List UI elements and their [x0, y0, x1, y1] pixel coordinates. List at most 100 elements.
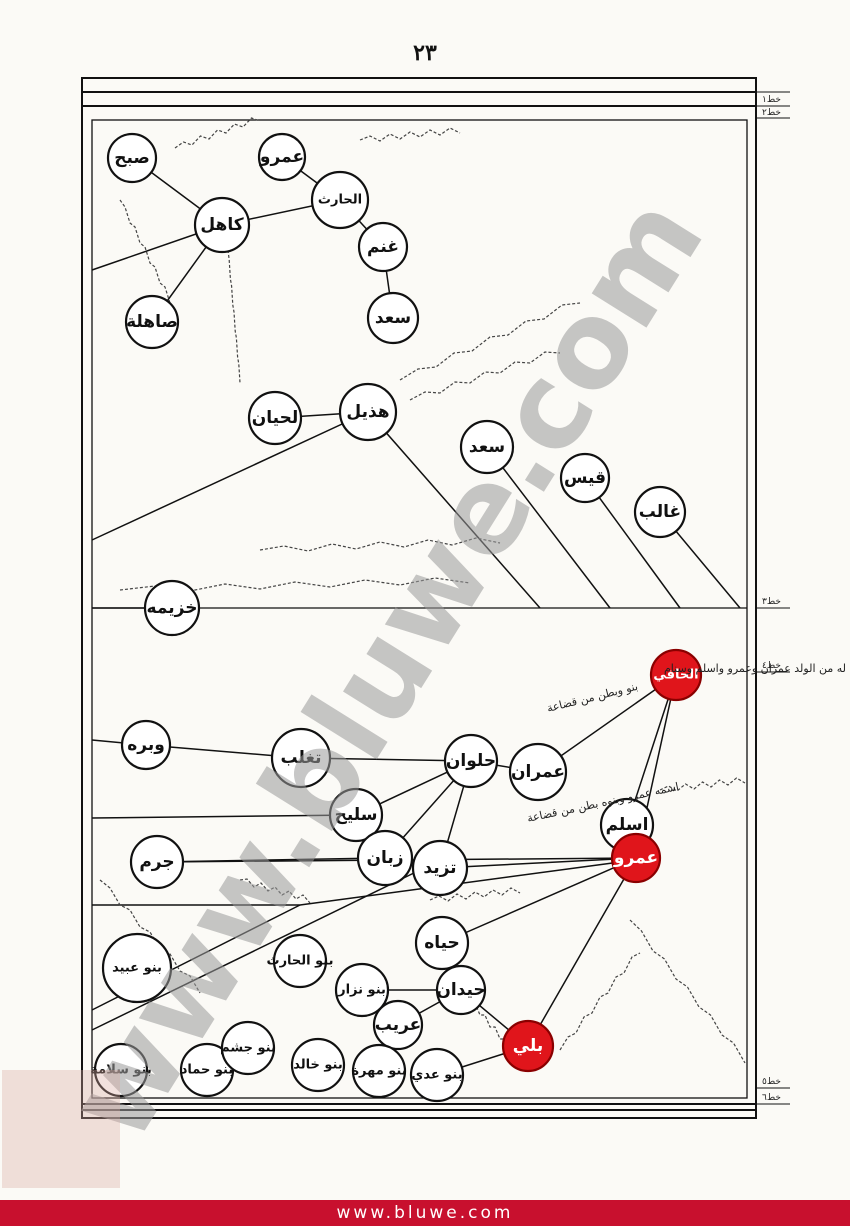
scribble-line [559, 952, 641, 1051]
tree-node-kahil: كاهل [193, 196, 251, 254]
node-label: تزيد [423, 858, 456, 878]
node-circle [270, 727, 332, 789]
tree-node-saad: سعد [459, 419, 515, 475]
scribble-line [99, 879, 201, 994]
margin-label: خط٣ [762, 597, 781, 607]
margin-label: خط١ [762, 95, 781, 105]
tree-node-saad_top: سعد [366, 291, 420, 345]
tree-node-hulwan: حلوان [443, 733, 499, 789]
node-circle [257, 132, 307, 182]
node-circle [338, 382, 398, 442]
scribble-line [119, 199, 171, 304]
page-number: ٢٣ [413, 40, 437, 66]
tree-node-banu_adi: بنو عدي [409, 1047, 465, 1103]
tree-node-banu_ubayd: بنو عبيد [101, 932, 173, 1004]
tree-node-zabban: زبان [356, 829, 414, 887]
tree-node-ghanm: غنم [357, 221, 409, 273]
node-label: جرم [139, 852, 174, 872]
node-label: عريب [375, 1015, 422, 1035]
tree-edge [527, 857, 637, 1047]
node-circle [649, 648, 703, 702]
scribble-line [429, 887, 521, 902]
node-label: قيس [564, 468, 606, 488]
tree-node-khuzayma: خزيمه [143, 579, 201, 637]
node-circle [411, 839, 469, 897]
node-label: زبان [366, 848, 403, 868]
node-circle [559, 452, 611, 504]
node-label: بنو نزار [337, 983, 386, 998]
node-circle [372, 999, 424, 1051]
node-label: بنو حماد [181, 1063, 234, 1078]
node-label: حلوان [446, 751, 496, 771]
node-label: كاهل [200, 215, 243, 235]
site-footer: www.bluwe.com [0, 1200, 850, 1226]
node-label: الحارث [318, 193, 362, 208]
tree-edge [91, 814, 357, 819]
tree-edge [367, 411, 541, 609]
tree-node-hudhayl: هذيل [338, 382, 398, 442]
node-label: سليح [335, 805, 378, 825]
tree-node-bali: بلي [501, 1019, 555, 1073]
node-label: صاهلة [126, 312, 178, 332]
tree-edge [486, 446, 611, 609]
node-label: هذيل [346, 402, 389, 422]
node-label: بنو جشم [220, 1041, 276, 1056]
corner-ornament [2, 1070, 120, 1188]
margin-labels: خط١ خط٢ خط٣ خط٤ خط٥ خط٦ [762, 95, 781, 1103]
node-label: عمرو [259, 147, 304, 167]
node-label: بنو عدي [411, 1068, 462, 1083]
tree-node-imran: عمران [508, 742, 568, 802]
node-circle [409, 1047, 465, 1103]
tree-edges [91, 156, 741, 1076]
node-circle [351, 1043, 407, 1099]
tree-edge [91, 411, 369, 541]
margin-label: خط٢ [762, 108, 781, 118]
node-circle [459, 419, 515, 475]
node-circle [366, 291, 420, 345]
node-circle [310, 170, 370, 230]
node-circle [357, 221, 409, 273]
tree-node-banu_khalid: بنو خالد [290, 1037, 346, 1093]
node-circle [610, 832, 662, 884]
node-circle [129, 834, 185, 890]
node-label: خزيمه [147, 598, 198, 618]
node-circle [247, 390, 303, 446]
node-circle [93, 1042, 149, 1098]
node-circle [220, 1020, 276, 1076]
scribble-line [409, 351, 561, 401]
node-circle [443, 733, 499, 789]
node-circle [508, 742, 568, 802]
node-label: بنو الحارث [267, 954, 334, 969]
tree-edge [439, 857, 637, 869]
node-circle [272, 933, 328, 989]
node-circle [106, 132, 158, 184]
node-label: تغلب [281, 748, 322, 768]
node-label: غنم [367, 237, 399, 257]
node-label: لحيان [252, 408, 298, 428]
node-label: بلي [513, 1036, 544, 1056]
node-label: اسلم [606, 815, 649, 835]
margin-label: خط٥ [762, 1077, 781, 1087]
tree-node-banu_muhra: بنو مهرة [351, 1043, 407, 1099]
tree-node-banu_harith: بنو الحارث [267, 933, 334, 989]
imran-note: بنو وبطن من قضاعة [546, 680, 640, 715]
tree-node-uraib: عريب [372, 999, 424, 1051]
node-circle [356, 829, 414, 887]
tree-node-hiyah: حياه [414, 915, 470, 971]
tree-node-qays: قيس [559, 452, 611, 504]
tree-node-hafi: الحافي [649, 648, 703, 702]
node-label: بنو مهرة [351, 1064, 406, 1079]
tree-node-banu_nizar: بنو نزار [334, 962, 390, 1018]
scribble-line [227, 249, 241, 384]
tree-edge [91, 869, 421, 1031]
scribble-line [659, 777, 746, 792]
node-label: بنو خالد [293, 1058, 343, 1073]
node-circle [501, 1019, 555, 1073]
node-label: بنو سلامة [90, 1063, 151, 1078]
tree-node-amr: عمرو [610, 832, 662, 884]
tree-node-amr_top: عمرو [257, 132, 307, 182]
tree-node-jarm: جرم [129, 834, 185, 890]
tree-node-sahila: صاهلة [124, 294, 180, 350]
node-label: وبره [127, 735, 165, 755]
